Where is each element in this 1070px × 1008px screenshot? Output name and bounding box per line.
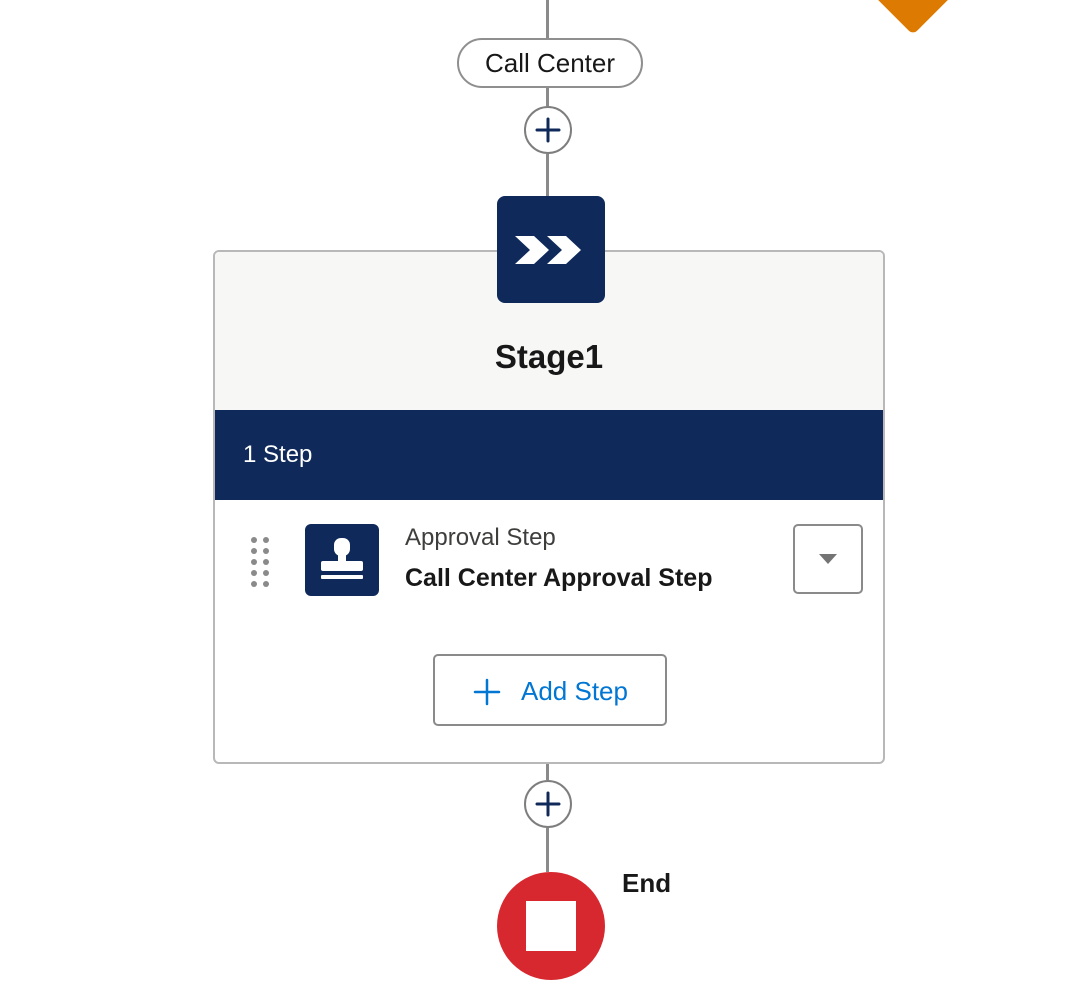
stop-square-icon — [526, 901, 576, 951]
connector-line — [546, 764, 549, 780]
stage-badge[interactable] — [497, 196, 605, 303]
drag-handle-icon[interactable] — [249, 536, 273, 588]
step-menu-button[interactable] — [793, 524, 863, 594]
plus-icon — [473, 678, 501, 706]
connector-line — [546, 88, 549, 106]
add-step-label: Add Step — [521, 676, 628, 706]
steps-count-bar: 1 Step — [215, 410, 883, 500]
connector-line — [546, 828, 549, 872]
add-step-button[interactable]: Add Step — [433, 654, 667, 726]
connector-line — [546, 154, 549, 196]
step-name[interactable]: Call Center Approval Step — [405, 564, 713, 592]
stage-title: Stage1 — [494, 338, 604, 375]
chevron-down-icon — [819, 554, 837, 564]
plus-icon — [535, 791, 561, 817]
plus-icon — [535, 117, 561, 143]
stamp-icon — [305, 524, 379, 596]
connector-line — [546, 0, 549, 38]
end-node[interactable] — [497, 872, 605, 980]
double-chevron-right-icon — [515, 236, 581, 264]
step-row[interactable]: Approval Step Call Center Approval Step — [215, 520, 883, 600]
decision-node[interactable] — [869, 0, 957, 35]
step-type-label: Approval Step — [405, 524, 556, 551]
add-element-button[interactable] — [524, 780, 572, 828]
add-element-button[interactable] — [524, 106, 572, 154]
path-label[interactable]: Call Center — [457, 38, 643, 88]
end-label: End — [622, 868, 672, 898]
stage-card[interactable]: Stage1 1 Step — [213, 250, 885, 764]
